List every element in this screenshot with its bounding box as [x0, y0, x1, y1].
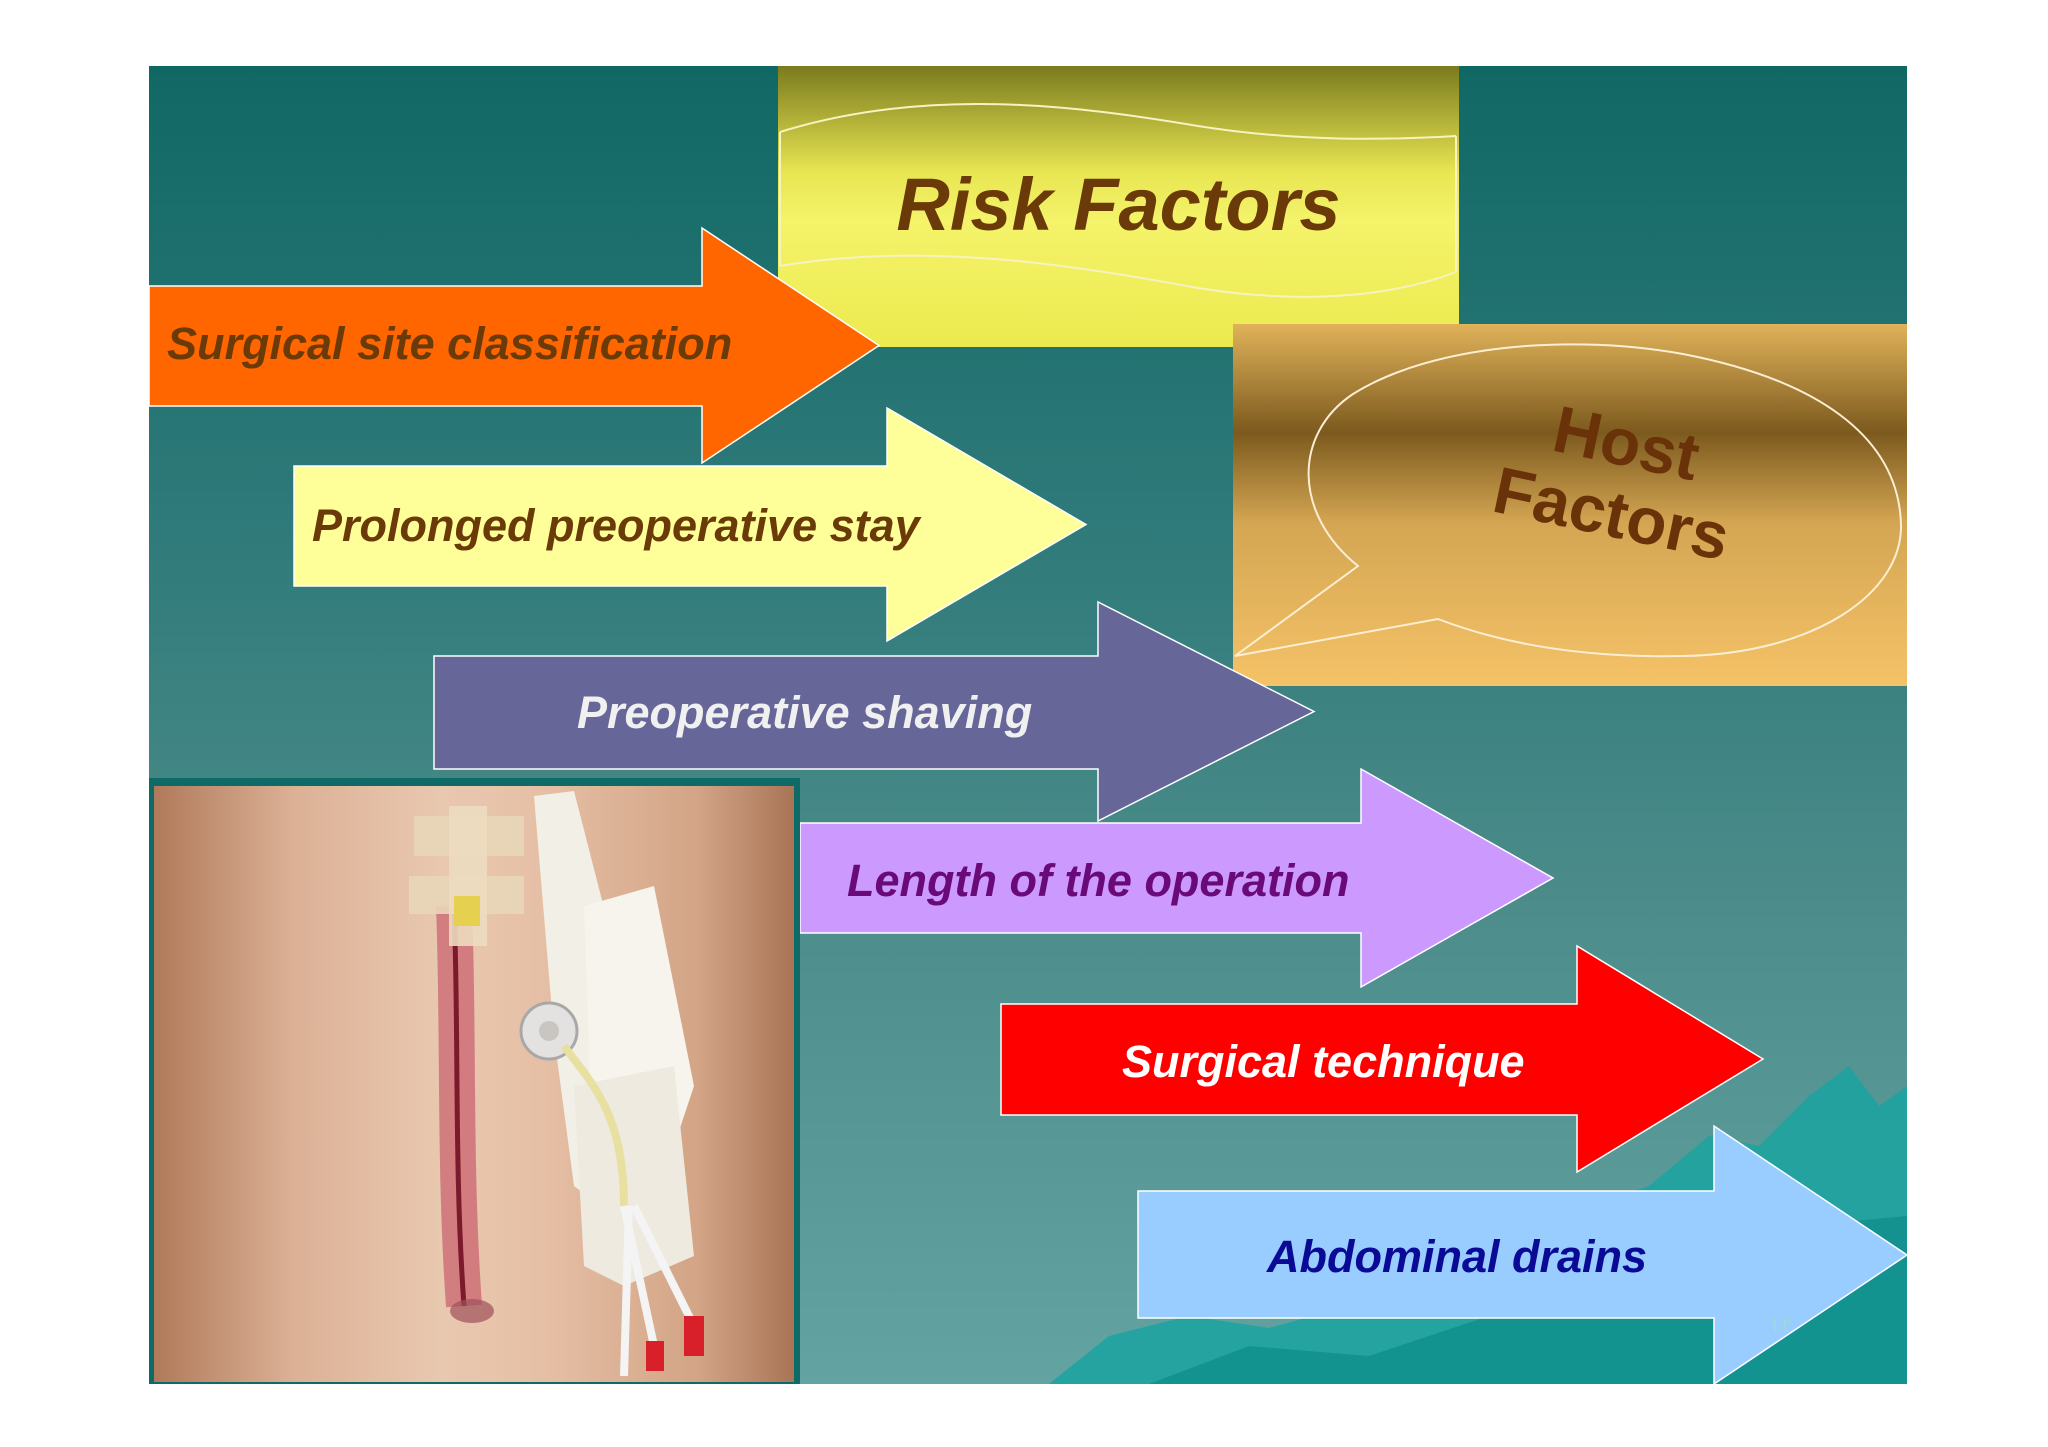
title-panel — [778, 66, 1459, 347]
arrow-label-length-of-operation: Length of the operation — [847, 855, 1350, 906]
surgical-wound-photo — [149, 778, 800, 1384]
title-wave-outline — [779, 103, 1457, 298]
arrow-label-abdominal-drains: Abdominal drains — [1267, 1231, 1648, 1282]
arrow-length-of-operation — [799, 767, 1555, 989]
arrow-label-preoperative-shaving: Preoperative shaving — [577, 687, 1033, 738]
arrow-surgical-site-classification — [149, 226, 881, 465]
speech-bubble-icon — [1234, 343, 1903, 658]
wound-illustration-icon — [409, 791, 704, 1377]
arrow-label-surgical-technique: Surgical technique — [1122, 1036, 1525, 1087]
photo-image — [154, 786, 794, 1382]
slide-title: Risk Factors — [896, 163, 1341, 246]
slide: Risk Factors Host Factors Surgical site … — [149, 66, 1907, 1384]
host-factors-panel — [1233, 324, 1907, 686]
arrow-label-surgical-site-classification: Surgical site classification — [167, 318, 733, 369]
arrows-layer — [149, 226, 1907, 1384]
arrow-preoperative-shaving — [433, 600, 1316, 823]
arrow-prolonged-preoperative-stay — [293, 406, 1088, 643]
page-number: ١٢ — [1769, 1312, 1793, 1337]
arrow-abdominal-drains — [1137, 1124, 1907, 1384]
arrow-surgical-technique — [1000, 944, 1765, 1174]
arrow-label-prolonged-preoperative-stay: Prolonged preoperative stay — [312, 500, 920, 551]
